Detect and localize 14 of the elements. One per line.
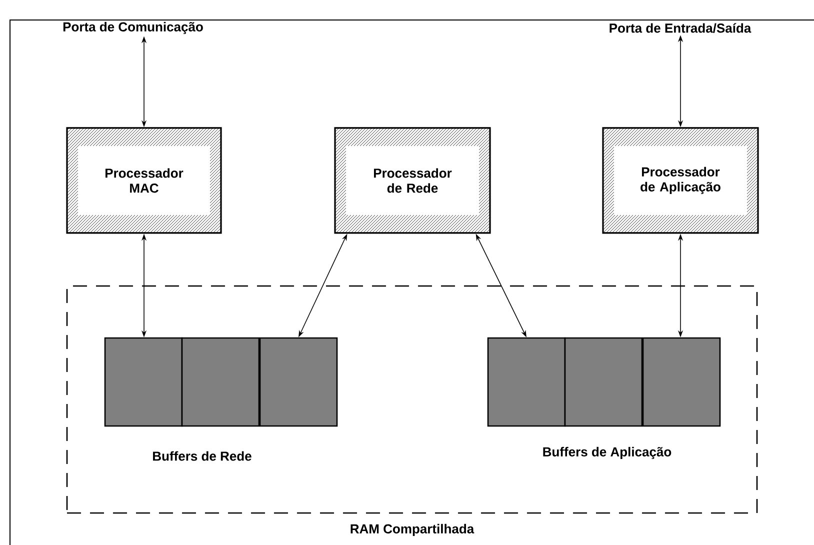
buffer-label: Buffers de Aplicação [543, 446, 672, 460]
port-label: Porta de Comunicação [63, 22, 203, 34]
buffer-cell [487, 337, 566, 427]
processor-box: Processador de Aplicação [602, 127, 759, 234]
buffer-cell [642, 337, 721, 427]
buffer-cell [181, 337, 260, 427]
port-label: Porta de Entrada/Saída [610, 23, 752, 33]
buffer-cell [104, 337, 183, 427]
buffer-cell [564, 337, 643, 427]
buffer-label: Buffers de Rede [153, 451, 252, 461]
processor-box: Processador MAC [66, 127, 222, 234]
processor-box: Processador de Rede [334, 127, 491, 234]
node-label: RAM Compartilhada [350, 524, 474, 536]
buffer-cell [259, 337, 338, 427]
